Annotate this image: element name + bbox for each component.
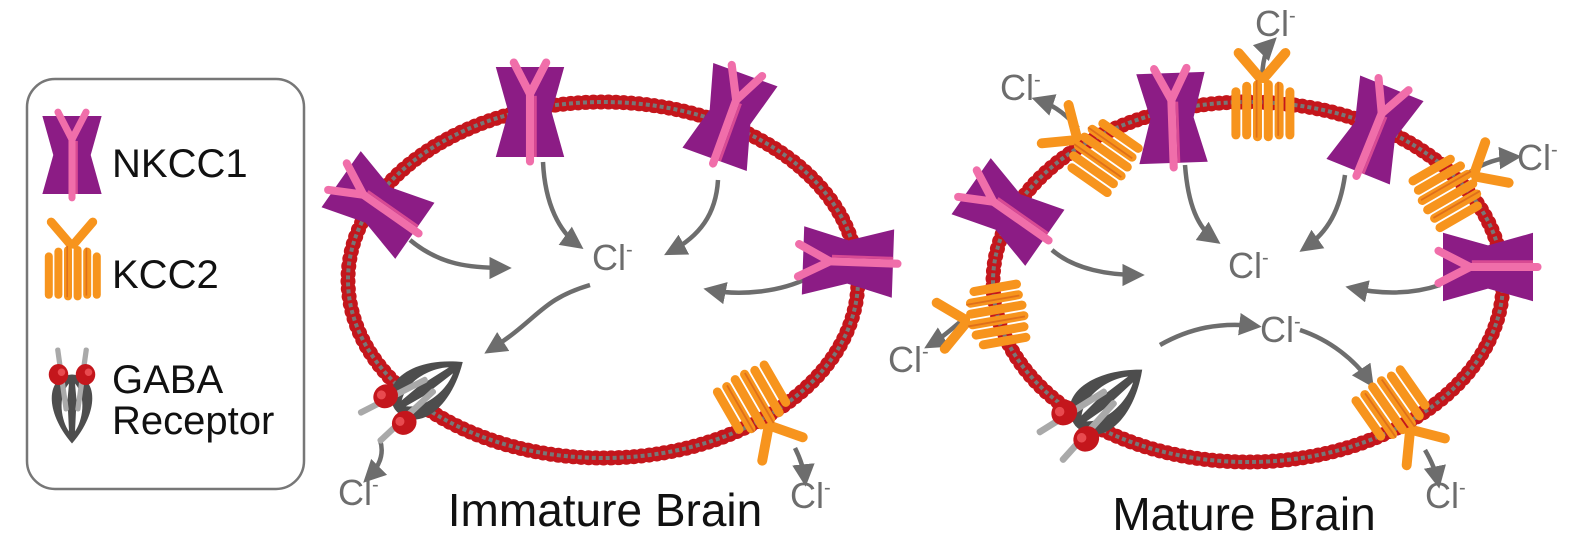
immature-cl-gaba-out: Cl- xyxy=(338,472,379,513)
mature-nkcc1-right xyxy=(1439,233,1538,301)
mature-cl-bottom-right: Cl- xyxy=(1425,475,1466,516)
mature-cl-left: Cl- xyxy=(888,339,929,380)
immature-cl-kcc2-out: Cl- xyxy=(790,475,831,516)
mature-kcc2-bottom-right xyxy=(1349,362,1451,470)
legend-gaba-label-line1: GABA xyxy=(112,358,223,402)
legend-kcc2-label: KCC2 xyxy=(112,253,219,297)
mature-nkcc1-top-right xyxy=(1325,71,1426,188)
immature-nkcc1-left xyxy=(318,149,438,262)
mature-arrows xyxy=(924,37,1522,489)
immature-brain-title: Immature Brain xyxy=(448,484,762,536)
mature-kcc2-upper-left xyxy=(1038,98,1146,200)
immature-cl-center: Cl- xyxy=(592,237,633,278)
mature-cl-right: Cl- xyxy=(1517,137,1558,178)
mature-cl-top: Cl- xyxy=(1255,3,1296,44)
legend: NKCC1 KCC2 GABA Receptor xyxy=(25,77,306,491)
mature-brain-title: Mature Brain xyxy=(1112,488,1375,540)
mature-brain-panel: Cl- Cl- Cl- Cl- Cl- Cl- Cl- Mature Brain xyxy=(888,3,1558,540)
legend-nkcc1-label: NKCC1 xyxy=(112,142,248,186)
mature-kcc2-left xyxy=(935,279,1033,356)
immature-brain-panel: Cl- Cl- Cl- Immature Brain xyxy=(318,59,899,536)
legend-gaba-label-line2: Receptor xyxy=(112,399,274,443)
mature-cl-center: Cl- xyxy=(1228,245,1269,286)
mature-cl-gaba-out: Cl- xyxy=(1260,309,1301,350)
immature-arrows xyxy=(363,161,815,487)
mature-cl-upper-left: Cl- xyxy=(1000,67,1041,108)
